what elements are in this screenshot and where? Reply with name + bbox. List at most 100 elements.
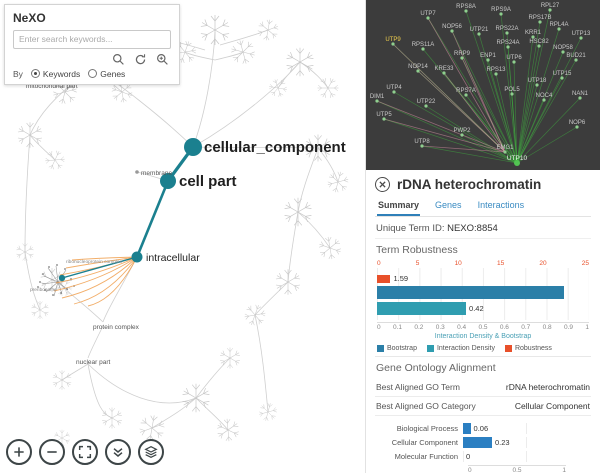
network-node[interactable] bbox=[391, 42, 395, 46]
network-node-label: RPS8A bbox=[456, 4, 476, 10]
bottom-axis-label: Interaction Density & Bootstrap bbox=[434, 333, 532, 340]
network-node[interactable] bbox=[579, 36, 583, 40]
layers-button[interactable] bbox=[138, 439, 164, 465]
radio-keywords-circle[interactable] bbox=[30, 69, 40, 78]
table-row: Best Aligned GO Category Cellular Compon… bbox=[375, 397, 591, 416]
network-edge-secondary bbox=[421, 145, 506, 153]
tab-genes[interactable]: Genes bbox=[435, 200, 462, 210]
network-node[interactable] bbox=[542, 98, 546, 102]
tree-hairball-cluster bbox=[37, 264, 75, 299]
zoom-in-button[interactable] bbox=[6, 439, 32, 465]
network-node[interactable] bbox=[512, 60, 516, 64]
network-node-label: NAN1 bbox=[572, 91, 589, 97]
network-node[interactable] bbox=[460, 133, 464, 137]
network-node[interactable] bbox=[537, 44, 541, 48]
tab-summary[interactable]: Summary bbox=[377, 197, 421, 216]
close-icon[interactable] bbox=[375, 177, 390, 192]
network-node-label: NOC4 bbox=[536, 93, 553, 99]
network-node[interactable] bbox=[442, 71, 446, 75]
network-node[interactable] bbox=[420, 144, 424, 148]
network-node[interactable] bbox=[486, 58, 490, 62]
network-node[interactable] bbox=[514, 160, 520, 166]
network-node[interactable] bbox=[531, 35, 535, 39]
interaction-density-value: 0.42 bbox=[469, 304, 484, 313]
ribonucleoprotein-label: ribonucleoprotein complex bbox=[66, 259, 123, 265]
cell-part-node[interactable] bbox=[160, 173, 176, 189]
network-node-label: UTP7 bbox=[420, 11, 436, 17]
chart-legend: Bootstrap Interaction Density Robustness bbox=[377, 345, 589, 352]
ribonucleoprotein-node[interactable] bbox=[58, 274, 66, 282]
network-node[interactable] bbox=[392, 90, 396, 94]
network-node[interactable] bbox=[557, 27, 561, 31]
network-edge bbox=[516, 99, 545, 164]
network-node[interactable] bbox=[477, 32, 481, 36]
network-node[interactable] bbox=[535, 83, 539, 87]
intracellular-label: intracellular bbox=[146, 252, 200, 264]
radio-genes-circle[interactable] bbox=[88, 69, 98, 78]
search-icon[interactable] bbox=[112, 53, 125, 66]
reset-icon[interactable] bbox=[134, 53, 147, 66]
axis-tick: 0.7 bbox=[521, 324, 531, 331]
radio-genes[interactable]: Genes bbox=[88, 69, 125, 79]
network-node[interactable] bbox=[503, 150, 507, 154]
zoom-out-button[interactable] bbox=[39, 439, 65, 465]
collapse-button[interactable] bbox=[105, 439, 131, 465]
by-label: By bbox=[13, 68, 23, 79]
search-mode-row: By Keywords Genes bbox=[13, 69, 171, 79]
network-node[interactable] bbox=[426, 16, 430, 20]
network-node[interactable] bbox=[382, 117, 386, 121]
network-node[interactable] bbox=[575, 125, 579, 129]
bar-cellular-component bbox=[463, 437, 492, 448]
network-node[interactable] bbox=[561, 50, 565, 54]
network-node[interactable] bbox=[560, 76, 564, 80]
network-edge bbox=[516, 36, 534, 164]
network-edge bbox=[443, 72, 518, 164]
network-node[interactable] bbox=[424, 104, 428, 108]
network-node[interactable] bbox=[464, 93, 468, 97]
network-node[interactable] bbox=[548, 8, 552, 12]
network-node-label: RPS13 bbox=[486, 67, 506, 73]
axis-tick: 10 bbox=[454, 260, 462, 267]
network-node-label: POL5 bbox=[504, 87, 520, 93]
network-edge bbox=[516, 59, 577, 164]
cellular-component-node[interactable] bbox=[184, 138, 202, 156]
network-edge bbox=[487, 59, 518, 164]
network-node-label: UTP13 bbox=[572, 31, 591, 37]
nuclear-part-label: nuclear part bbox=[76, 359, 111, 366]
tab-interactions[interactable]: Interactions bbox=[477, 200, 525, 210]
network-node[interactable] bbox=[499, 12, 503, 16]
network-node[interactable] bbox=[510, 92, 514, 96]
network-edge-secondary bbox=[417, 70, 506, 153]
fit-to-screen-button[interactable] bbox=[72, 439, 98, 465]
network-node[interactable] bbox=[578, 96, 582, 100]
intracellular-node[interactable] bbox=[131, 251, 143, 263]
network-node[interactable] bbox=[375, 99, 379, 103]
axis-tick: 0.6 bbox=[499, 324, 509, 331]
network-node[interactable] bbox=[421, 47, 425, 51]
membrane-node[interactable] bbox=[135, 170, 139, 174]
axis-tick: 20 bbox=[539, 260, 547, 267]
network-node[interactable] bbox=[506, 45, 510, 49]
search-input[interactable] bbox=[13, 29, 171, 49]
section-go-alignment: Gene Ontology Alignment bbox=[375, 356, 591, 377]
network-node[interactable] bbox=[538, 20, 542, 24]
network-node[interactable] bbox=[450, 29, 454, 33]
radio-keywords[interactable]: Keywords bbox=[30, 69, 80, 79]
network-node-label: NOP58 bbox=[553, 45, 573, 51]
network-node[interactable] bbox=[416, 69, 420, 73]
axis-tick: 0.4 bbox=[457, 324, 467, 331]
network-node[interactable] bbox=[494, 72, 498, 76]
go-term-label: Best Aligned GO Term bbox=[376, 382, 460, 392]
network-node[interactable] bbox=[574, 58, 578, 62]
network-node[interactable] bbox=[464, 9, 468, 13]
network-node[interactable] bbox=[460, 56, 464, 60]
term-id-value: NEXO:8854 bbox=[447, 223, 498, 234]
network-node[interactable] bbox=[505, 31, 509, 35]
network-node-label: NOP6 bbox=[569, 120, 586, 126]
zoom-to-fit-icon[interactable] bbox=[156, 53, 169, 66]
network-edge bbox=[495, 73, 518, 164]
protein-complex-label: protein complex bbox=[93, 324, 140, 331]
